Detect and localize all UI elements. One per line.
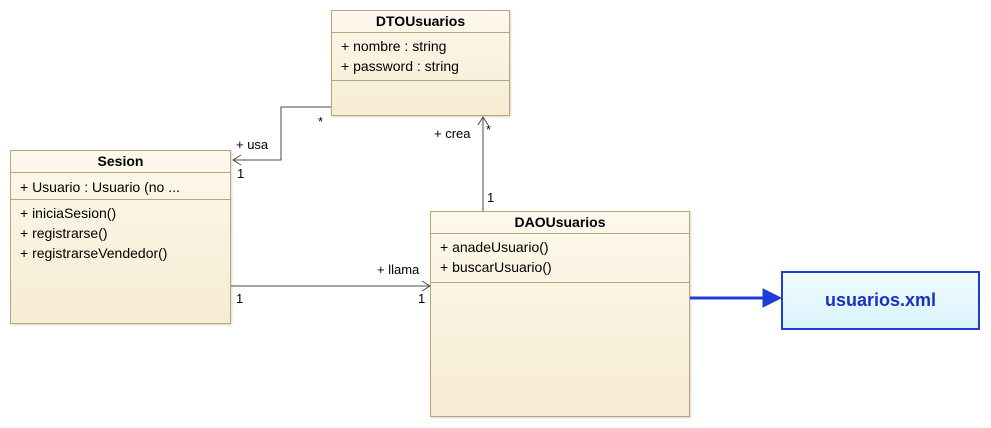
class-dtousuarios-operations (332, 81, 509, 117)
usa-arrowhead (232, 154, 242, 166)
class-daousuarios-name: DAOUsuarios (431, 212, 689, 234)
operation-anadeusuario: + anadeUsuario() (440, 239, 549, 255)
class-daousuarios[interactable]: DAOUsuarios + anadeUsuario() + buscarUsu… (430, 211, 690, 417)
usa-multiplicity-source: * (318, 114, 324, 129)
attribute-usuario: + Usuario : Usuario (no ... (20, 179, 180, 195)
file-usuarios-xml-label: usuarios.xml (824, 290, 937, 310)
llama-role-label: + llama (377, 262, 420, 277)
class-sesion-attributes: + Usuario : Usuario (no ... (11, 173, 230, 200)
crea-multiplicity-target: * (486, 122, 492, 137)
crea-role-label: + crea (434, 126, 471, 141)
llama-multiplicity-source: 1 (236, 291, 244, 306)
class-daousuarios-operations: + anadeUsuario() + buscarUsuario() (431, 234, 689, 283)
file-usuarios-xml[interactable]: usuarios.xml (781, 271, 980, 330)
operation-registrarse: + registrarse() (20, 225, 108, 241)
attribute-nombre: + nombre : string (341, 38, 447, 54)
class-sesion-name: Sesion (11, 151, 230, 173)
crea-arrowhead (477, 116, 489, 126)
llama-multiplicity-target: 1 (418, 291, 426, 306)
class-dtousuarios-attributes: + nombre : string + password : string (332, 33, 509, 81)
usa-role-label: + usa (236, 137, 269, 152)
class-dtousuarios-name: DTOUsuarios (332, 11, 509, 33)
operation-buscarusuario: + buscarUsuario() (440, 259, 552, 275)
class-sesion[interactable]: Sesion + Usuario : Usuario (no ... + ini… (10, 150, 231, 324)
usa-multiplicity-target: 1 (237, 166, 245, 181)
class-dtousuarios[interactable]: DTOUsuarios + nombre : string + password… (331, 10, 510, 116)
crea-multiplicity-source: 1 (487, 190, 495, 205)
class-daousuarios-empty-section (431, 283, 689, 290)
operation-iniciasesion: + iniciaSesion() (20, 205, 117, 221)
usa-association-line (233, 106, 331, 161)
operation-registrarsevendedor: + registrarseVendedor() (20, 245, 168, 261)
file-connector-arrowhead (762, 288, 783, 308)
class-sesion-operations: + iniciaSesion() + registrarse() + regis… (11, 200, 230, 267)
attribute-password: + password : string (341, 58, 459, 74)
